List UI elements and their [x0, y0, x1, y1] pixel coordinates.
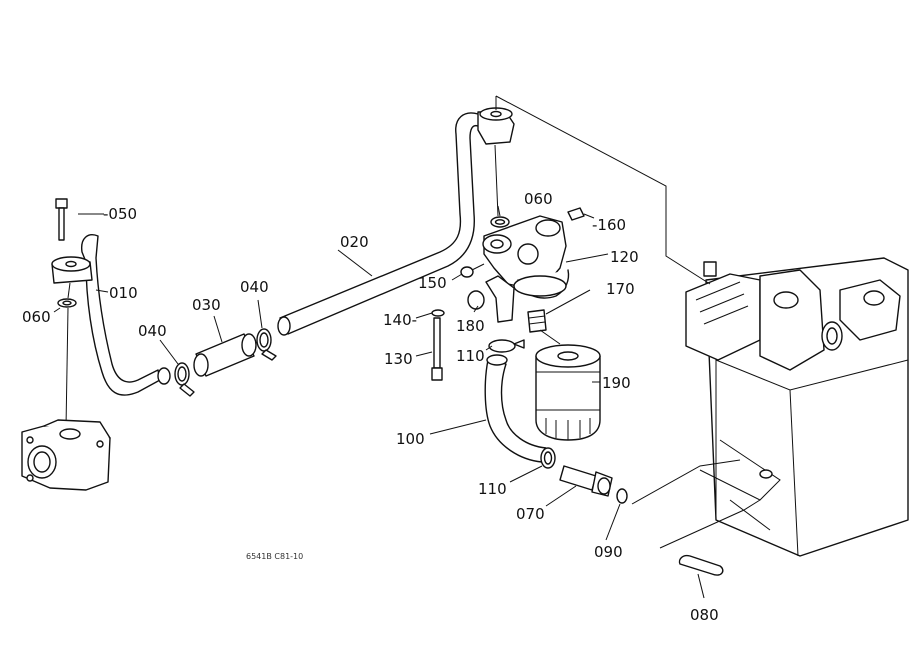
washer-140 [431, 309, 445, 317]
label-040-right: 040 [240, 278, 269, 296]
label-130: 130 [384, 350, 413, 368]
label-030: 030 [192, 296, 221, 314]
drain-hose-080 [678, 554, 724, 576]
fitting-070 [559, 465, 613, 497]
pipe-boss [51, 256, 93, 284]
assembly-line-top [495, 95, 711, 285]
label-190: 190 [602, 374, 631, 392]
bolt-050 [55, 198, 68, 241]
hose-stub-180 [467, 275, 515, 323]
clamp-040-left [174, 362, 195, 397]
clamp-110-bottom [540, 447, 556, 469]
engine-block [685, 257, 909, 557]
label-080: 080 [690, 606, 719, 624]
label-090: 090 [594, 543, 623, 561]
label-170: 170 [606, 280, 635, 298]
plug-160 [567, 207, 585, 221]
thermostat-flange [21, 419, 111, 491]
figure-code: 6541B C81-10 [246, 552, 303, 561]
pipe-010 [81, 234, 171, 396]
assembly-line-drain [659, 499, 761, 549]
label-050: -050 [103, 205, 137, 223]
clamp-040-right [256, 328, 277, 361]
clamp-110-top [488, 339, 525, 353]
label-160: -160 [592, 216, 626, 234]
label-060-left: 060 [22, 308, 51, 326]
filter-head-120 [482, 215, 570, 299]
label-120: 120 [610, 248, 639, 266]
oil-filter-190 [535, 344, 601, 441]
pipe-020 [277, 112, 489, 336]
label-150: 150 [418, 274, 447, 292]
hose-030 [193, 333, 257, 377]
label-110-bottom: 110 [478, 480, 507, 498]
gasket-060-left [57, 298, 77, 308]
label-070: 070 [516, 505, 545, 523]
pipe-020-boss [477, 107, 515, 145]
o-ring-090 [616, 488, 628, 504]
label-110-top: 110 [456, 347, 485, 365]
assembly-line-bottom [631, 459, 741, 505]
label-180: 180 [456, 317, 485, 335]
label-140: 140- [383, 311, 417, 329]
bolt-130 [431, 317, 443, 381]
nipple-170 [527, 309, 547, 333]
bolt-150 [460, 263, 485, 278]
label-040-left: 040 [138, 322, 167, 340]
label-060-top: 060 [524, 190, 553, 208]
label-020: 020 [340, 233, 369, 251]
label-100: 100 [396, 430, 425, 448]
gasket-060-top [490, 216, 510, 228]
label-010: 010 [109, 284, 138, 302]
